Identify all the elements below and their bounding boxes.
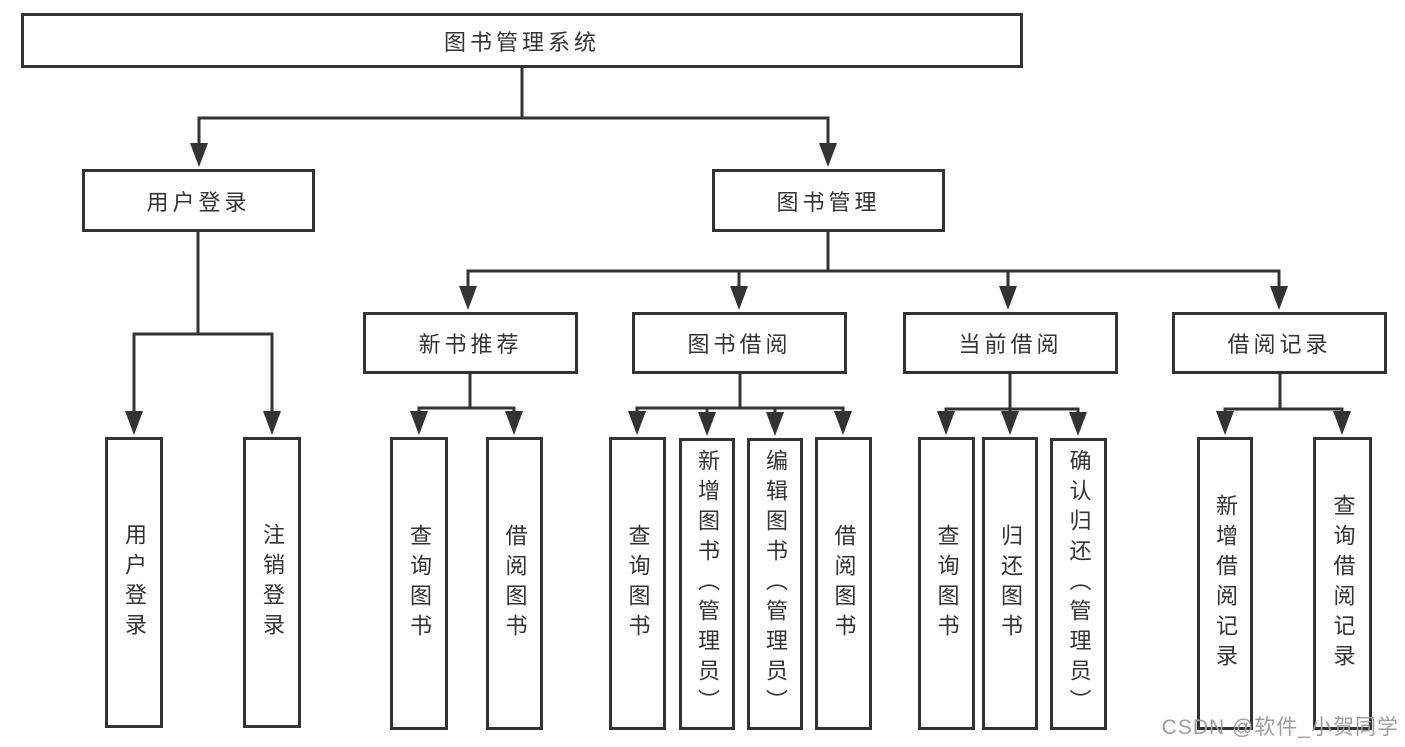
node-leaf-edit-book-admin: 编辑图书（管理员） (747, 438, 803, 730)
node-leaf-return-book: 归还图书 (982, 437, 1038, 730)
node-borrowing-records: 借阅记录 (1172, 312, 1387, 374)
node-leaf-add-book-admin: 新增图书（管理员） (679, 438, 735, 730)
node-user-login-group: 用户登录 (82, 169, 315, 232)
node-leaf-query-books-current: 查询图书 (918, 437, 975, 730)
node-leaf-user-login: 用户登录 (105, 437, 163, 728)
node-book-management-group: 图书管理 (712, 169, 945, 232)
node-leaf-borrow-books-2: 借阅图书 (815, 437, 872, 730)
node-leaf-logout: 注销登录 (243, 437, 301, 728)
node-book-borrowing: 图书借阅 (632, 312, 847, 374)
node-leaf-borrow-books-rec: 借阅图书 (486, 437, 543, 730)
node-leaf-query-books-rec: 查询图书 (390, 437, 448, 730)
node-leaf-confirm-return-admin: 确认归还（管理员） (1050, 438, 1107, 730)
watermark-text: CSDN @软件_小贺同学 (1161, 716, 1399, 739)
node-new-book-recommend: 新书推荐 (363, 312, 578, 374)
node-leaf-query-books-borrow: 查询图书 (609, 437, 666, 730)
node-leaf-query-borrow-record: 查询借阅记录 (1313, 437, 1372, 730)
node-current-borrowing: 当前借阅 (903, 312, 1118, 374)
node-root-library-system: 图书管理系统 (21, 13, 1023, 68)
node-leaf-add-borrow-record: 新增借阅记录 (1197, 437, 1253, 730)
